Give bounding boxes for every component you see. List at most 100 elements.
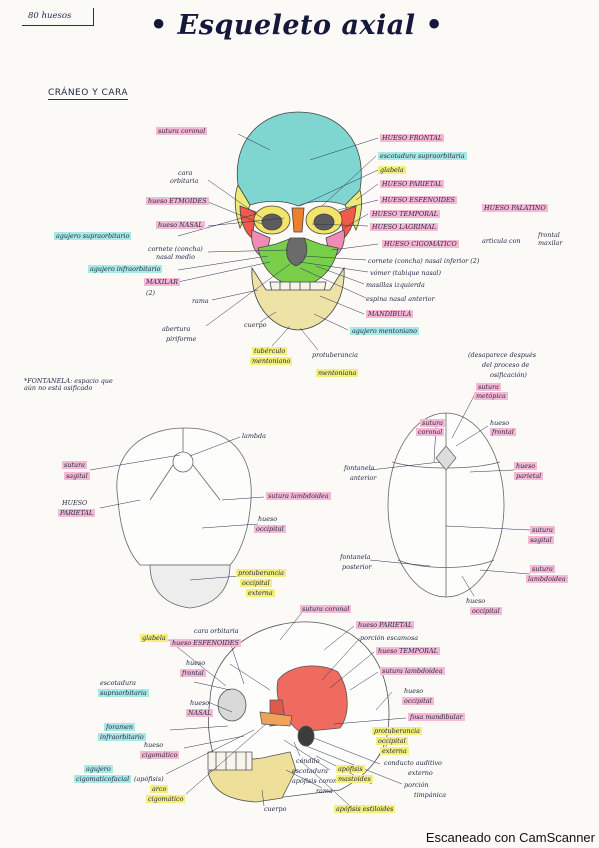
section-heading: CRÁNEO Y CARA (48, 88, 129, 100)
label-escotadura: escotadura supraorbitaria (378, 152, 467, 160)
label-sutura-metopica-1: sutura (476, 383, 501, 391)
label-hueso-esfenoides-side: hueso ESFENOIDES (170, 639, 241, 647)
label-protuberancia-2: mentoniana (316, 369, 359, 377)
label-hueso-parietal-top-2: parietal (514, 472, 544, 480)
label-hueso-cigomatico: HUESO CIGOMÁTICO (382, 240, 459, 248)
label-hueso-temporal-front: HUESO TEMPORAL (370, 210, 440, 218)
label-protuberancia-1: protuberancia (312, 351, 358, 359)
label-hueso-occipital-top-1: hueso (466, 597, 486, 605)
label-sutura-coronal-top-1: sutura (420, 419, 445, 427)
label-sutura-sagital-back-1: sutura (62, 461, 87, 469)
label-vomer: vómer (tabique nasal) (370, 269, 441, 277)
label-fontanela-post-2: posterior (342, 563, 372, 571)
label-cuerpo-front: cuerpo (244, 321, 267, 329)
label-condilo-2: escotadura (292, 767, 328, 775)
label-espina-nasal: espina nasal anterior (366, 295, 435, 303)
label-hueso-frontal-side-1: hueso (186, 659, 206, 667)
top-skull-drawing (387, 412, 505, 598)
label-glabela-side: glabela (140, 634, 168, 642)
label-hueso-etmoides: hueso ETMOIDES (146, 197, 209, 205)
label-sutura-coronal-top-2: coronal (416, 428, 445, 436)
label-hueso-esfenoides-front: HUESO ESFENOIDES (380, 196, 457, 204)
label-escotadura-side-2: supraorbitaria (98, 689, 149, 697)
label-apofisis-estiloides: apófisis estiloides (334, 805, 396, 813)
label-desaparece-2: del proceso de (482, 361, 530, 369)
label-cornete-medio-1: cornete (concha) (148, 245, 203, 253)
label-mandibula: MANDÍBULA (366, 310, 414, 318)
label-agujero-side-2: cigomaticofacial (74, 775, 132, 783)
label-desaparece-3: osificación) (490, 371, 527, 379)
label-hueso-parietal-front: HUESO PARIETAL (380, 180, 445, 188)
label-hueso-frontal: HUESO FRONTAL (380, 134, 445, 142)
label-hueso-occipital-side-2: occipital (402, 697, 434, 705)
label-fontanela-post-1: fontanela (340, 553, 371, 561)
label-hueso-occipital-top-2: occipital (470, 607, 502, 615)
label-hueso-palatino: HUESO PALATINO (482, 204, 548, 212)
label-conducto-2: externo (408, 769, 433, 777)
label-lambda: lambda (242, 432, 266, 440)
label-cara-orbitaria-1: cara (178, 169, 193, 177)
label-hueso-parietal-side: hueso PARIETAL (356, 621, 415, 629)
fontanela-note-line1: *FONTANELA: espacio que (24, 377, 113, 385)
label-hueso-nasal-side-1: hueso (190, 699, 210, 707)
label-articula-con: articula con (482, 237, 521, 245)
label-hueso-parietal-back-1: HUESO (62, 499, 88, 507)
fontanela-note: *FONTANELA: espacio que aún no está osif… (24, 377, 113, 393)
label-hueso-occipital-side-1: hueso (404, 687, 424, 695)
label-hueso-parietal-top-1: hueso (514, 462, 538, 470)
label-cara-orbitaria-side: cara orbitaria (194, 627, 239, 635)
label-sutura-lambdoidea-side: sutura lambdoidea (380, 667, 445, 675)
label-porcion-escamosa: porción escamosa (360, 634, 419, 642)
label-escotadura-side-1: escotadura (100, 679, 136, 687)
label-sutura-lambdoidea-back: sutura lambdoidea (266, 492, 331, 500)
label-cornete-medio-2: nasal medio (156, 253, 195, 261)
label-protub-back-1: protuberancia (236, 569, 286, 577)
label-desaparece-1: (desaparece después (468, 351, 537, 359)
label-fosa-mandibular: fosa mandibular (408, 713, 465, 721)
label-cara-orbitaria-2: orbitaria (170, 177, 199, 185)
label-frontal-maxilar-1: frontal (538, 231, 560, 239)
label-sutura-sagital-back-2: sagital (64, 472, 90, 480)
side-skull-drawing (207, 621, 390, 803)
label-porcion-timp-2: timpánica (414, 791, 447, 799)
label-agujero-side-1: agujero (84, 765, 113, 773)
label-hueso-cig-side-2: cigomático (140, 751, 180, 759)
label-hueso-occipital-back-1: hueso (258, 515, 278, 523)
scanner-watermark: Escaneado con CamScanner (425, 830, 595, 845)
label-glabela-front: glabela (378, 166, 406, 174)
label-apofisis-side-2: arco (150, 785, 169, 793)
label-hueso-cig-side-1: hueso (144, 741, 164, 749)
label-apofisis-coronoides: apófisis coronoides (292, 777, 355, 785)
label-masillas: masillas izquierda (366, 281, 425, 289)
label-protuberancia-side-2: occipital (376, 737, 408, 745)
label-hueso-occipital-back-2: occipital (254, 525, 286, 533)
label-agujero-infraorbitario: agujero infraorbitario (88, 265, 163, 273)
label-hueso-nasal: hueso NASAL (156, 221, 205, 229)
label-cornete-inferior: cornete (concha) nasal inferior (2) (368, 257, 480, 265)
bone-count-label: 80 huesos (22, 8, 94, 26)
label-fontanela-ant-1: fontanela (344, 464, 375, 472)
label-porcion-timp-1: porción (404, 781, 429, 789)
label-hueso-parietal-back-2: PARIETAL (58, 509, 96, 517)
label-agujero-supraorbitario: agujero supraorbitario (54, 232, 132, 240)
label-frontal-maxilar-2: maxilar (538, 239, 563, 247)
label-sutura-lambdoidea-top-2: lambdoidea (526, 575, 568, 583)
label-mastoides-2: mastoides (336, 775, 373, 783)
label-sutura-coronal-side: sutura coronal (300, 605, 352, 613)
label-condilo-1: cóndilo (296, 757, 320, 765)
label-sutura-coronal-front: sutura coronal (156, 127, 208, 135)
label-hueso-lagrimal: HUESO LAGRIMAL (370, 223, 438, 231)
label-maxilar-count: (2) (146, 289, 156, 297)
label-hueso-frontal-top-1: hueso (490, 419, 510, 427)
label-protuberancia-side-1: protuberancia (372, 727, 422, 735)
label-apofisis-side-3: cigomático (146, 795, 186, 803)
label-hueso-temporal-side: hueso TEMPORAL (376, 647, 440, 655)
fontanela-note-line2: aún no está osificado (24, 384, 93, 393)
label-sutura-metopica-2: metópica (474, 392, 508, 400)
label-tuberculo-2: mentoniano (250, 357, 293, 365)
page-title: • Esqueleto axial • (150, 10, 444, 41)
label-cuerpo-side: cuerpo (264, 805, 287, 813)
label-hueso-nasal-side-2: NASAL (186, 709, 214, 717)
label-fontanela-ant-2: anterior (350, 474, 377, 482)
